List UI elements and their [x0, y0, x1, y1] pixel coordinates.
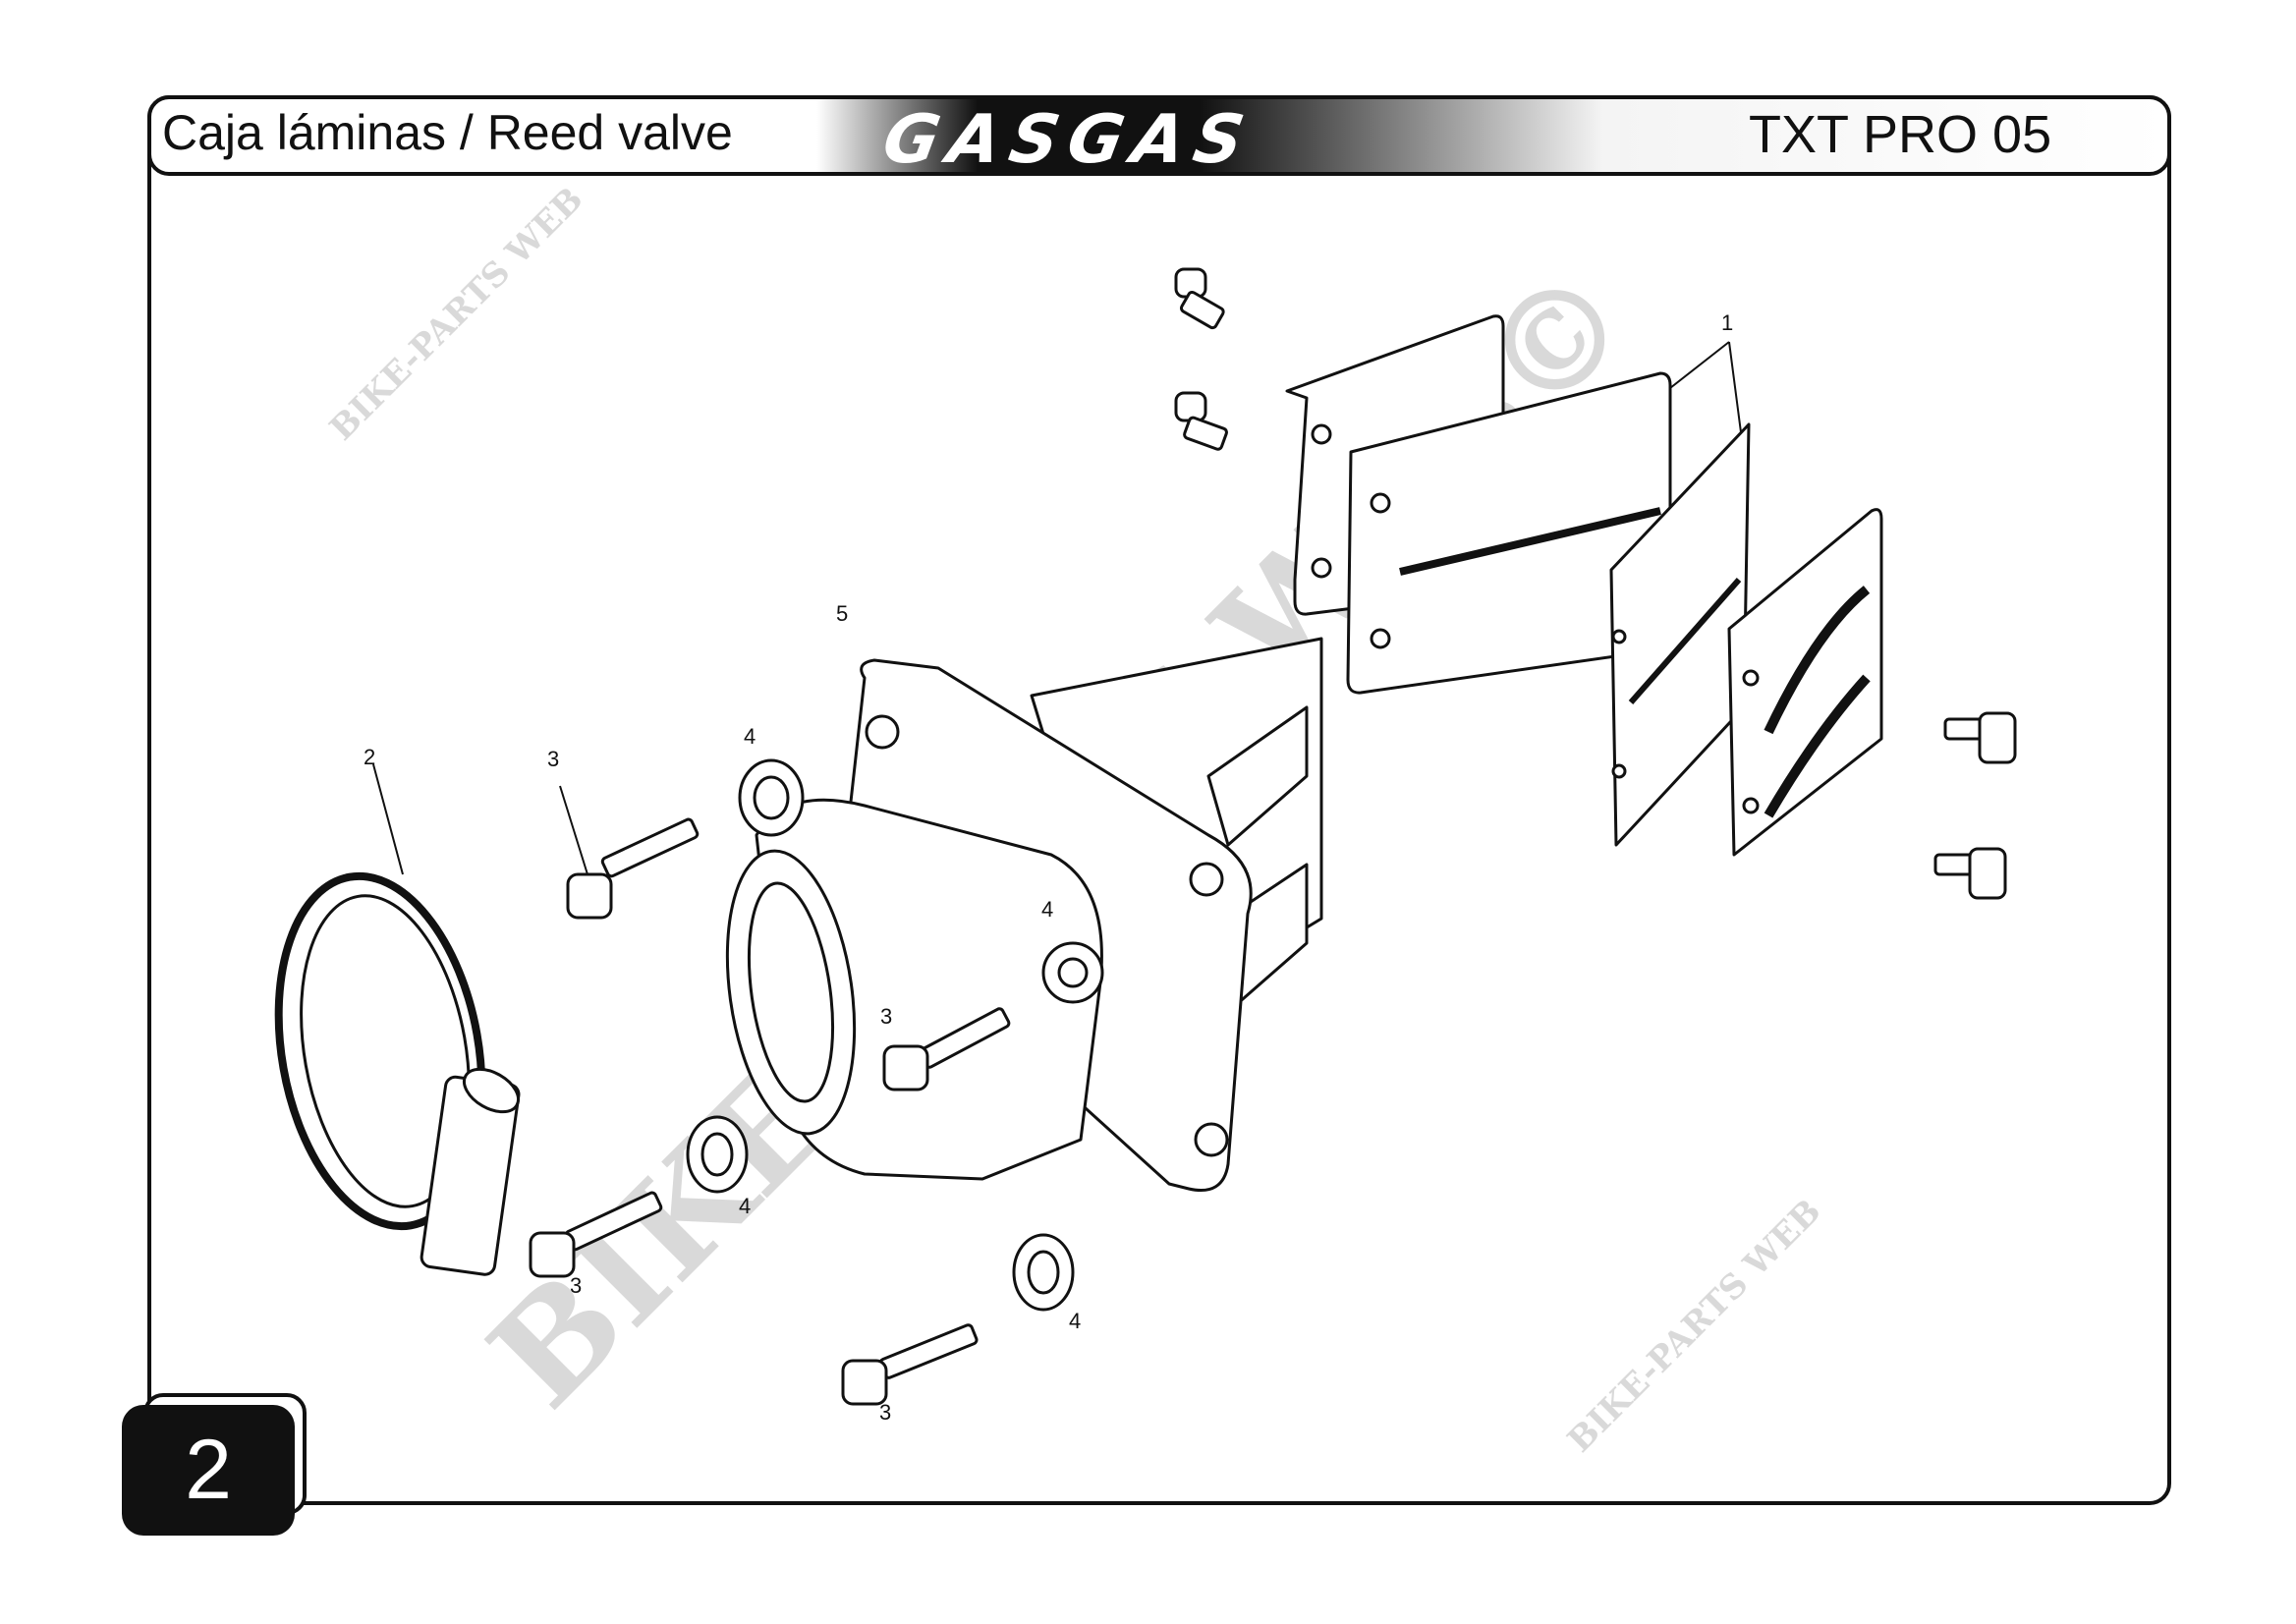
washer-left — [686, 1115, 749, 1194]
watermark-bottom-right: BIKE-PARTS WEB — [1560, 1192, 1828, 1460]
screw-bottom-left — [529, 1191, 663, 1278]
callout-3-a: 3 — [547, 747, 559, 771]
header-bar — [147, 95, 2171, 176]
washer-bottom — [1012, 1233, 1075, 1312]
watermark-top-left: BIKE-PARTS WEB — [322, 180, 590, 448]
reed-stopper-plate — [1727, 508, 1883, 857]
svg-text:BIKE-PARTS WEB: BIKE-PARTS WEB — [322, 180, 590, 448]
screw-top — [566, 817, 700, 920]
callout-4-a: 4 — [744, 724, 756, 749]
callout-3-d: 3 — [879, 1400, 891, 1425]
screw-center — [882, 1007, 1011, 1092]
cap-screw-right-1 — [1943, 711, 2017, 764]
callout-4-b: 4 — [1041, 897, 1053, 922]
callout-4-d: 4 — [1069, 1309, 1081, 1333]
cap-screw-top-1 — [1174, 267, 1225, 330]
cap-screw-top-2 — [1174, 391, 1228, 451]
callout-4-c: 4 — [739, 1194, 751, 1218]
model-name: TXT PRO 05 — [1749, 105, 2052, 164]
leader-line-2 — [372, 763, 404, 875]
svg-text:BIKE-PARTS WEB: BIKE-PARTS WEB — [1560, 1192, 1828, 1460]
diagram-title: Caja láminas / Reed valve — [162, 105, 733, 160]
screw-bottom — [841, 1323, 979, 1406]
callout-2: 2 — [364, 745, 375, 769]
callout-3-c: 3 — [570, 1273, 582, 1298]
leader-line-1 — [1669, 341, 1742, 433]
callout-1: 1 — [1721, 310, 1733, 335]
leader-line-3 — [559, 785, 588, 875]
washer-top — [738, 758, 805, 837]
callout-5: 5 — [836, 601, 848, 626]
reed-valve-body — [725, 637, 1323, 1192]
page-number: 2 — [122, 1405, 295, 1536]
cap-screw-right-2 — [1933, 847, 2007, 900]
callout-3-b: 3 — [880, 1004, 892, 1029]
hose-clamp — [274, 871, 521, 1276]
